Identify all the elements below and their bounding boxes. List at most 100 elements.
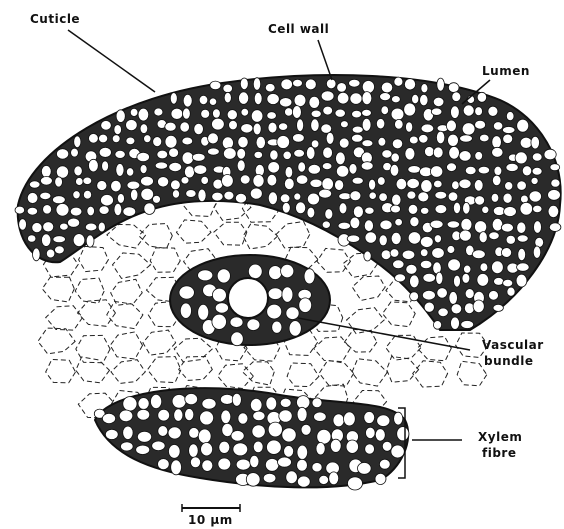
- lumen-cell: [241, 108, 249, 116]
- lumen-cell: [433, 147, 443, 158]
- lumen-cell: [551, 179, 560, 187]
- lumen-cell: [296, 175, 308, 184]
- lumen-cell: [115, 150, 125, 158]
- lumen-cell: [475, 120, 486, 129]
- lumen-cell: [153, 195, 161, 203]
- parenchyma-cell: [177, 220, 212, 243]
- lumen-cell: [520, 202, 533, 215]
- lumen-cell: [379, 459, 390, 469]
- lumen-cell: [380, 93, 391, 101]
- lumen-cell: [472, 250, 485, 259]
- lumen-cell: [250, 188, 262, 199]
- lumen-cell: [377, 415, 390, 427]
- lumen-cell: [532, 167, 542, 175]
- lumen-cell: [279, 123, 288, 131]
- lumen-cell: [99, 206, 109, 215]
- lumen-cell: [60, 223, 69, 230]
- lumen-cell: [347, 235, 360, 242]
- lumen-cell: [201, 443, 213, 456]
- lumen-cell: [452, 92, 461, 102]
- lumen-cell: [55, 246, 65, 254]
- lumen-cell: [192, 153, 205, 161]
- lumen-cell: [180, 303, 191, 318]
- parenchyma-cell: [276, 222, 310, 248]
- parenchyma-cell: [111, 360, 145, 384]
- lumen-cell: [435, 205, 447, 214]
- lumen-cell: [362, 109, 372, 116]
- lumen-cell: [247, 319, 260, 331]
- lumen-cell: [394, 412, 403, 425]
- vascular-bundle: [170, 255, 330, 346]
- lumen-cell: [198, 189, 206, 202]
- parenchyma-cell: [110, 332, 142, 359]
- lumen-cell: [185, 394, 198, 405]
- lumen-cell: [237, 160, 245, 172]
- parenchyma-cell: [38, 328, 75, 354]
- lumen-cell: [430, 220, 443, 228]
- lumen-cell: [350, 217, 360, 229]
- lumen-cell: [53, 236, 66, 243]
- lumen-cell: [422, 290, 435, 300]
- lumen-cell: [461, 218, 472, 231]
- lumen-cell: [268, 162, 280, 173]
- lumen-cell: [362, 81, 374, 94]
- lumen-cell: [209, 98, 216, 105]
- lumen-cell: [375, 473, 386, 484]
- lumen-cell: [138, 398, 149, 410]
- cuticle-label: Cuticle: [30, 12, 80, 26]
- lumen-cell: [223, 84, 233, 92]
- lumen-cell: [99, 147, 111, 157]
- lumen-cell: [375, 429, 385, 441]
- lumen-cell: [322, 163, 332, 170]
- lumen-cell: [322, 221, 330, 228]
- lumen-cell: [394, 77, 403, 86]
- lumen-cell: [492, 175, 501, 185]
- lumen-cell: [172, 395, 186, 409]
- lumen-cell: [185, 409, 194, 421]
- parenchyma-cell: [139, 224, 173, 249]
- lumen-cell: [493, 304, 503, 311]
- lumen-cell: [380, 220, 392, 230]
- lumen-cell: [277, 136, 290, 149]
- lumen-cell: [41, 166, 51, 178]
- lumen-cell: [395, 119, 404, 129]
- lumen-cell: [266, 397, 277, 410]
- lumen-cell: [231, 332, 244, 346]
- lumen-cell: [182, 137, 193, 145]
- parenchyma-cell: [143, 330, 176, 355]
- lumen-cell: [309, 96, 320, 108]
- lumen-cell: [503, 279, 513, 286]
- lumen-cell: [40, 177, 52, 186]
- lumen-cell: [452, 181, 460, 190]
- lumen-cell: [420, 94, 428, 105]
- lumen-cell: [454, 275, 461, 287]
- lumen-cell: [330, 439, 341, 452]
- lumen-cell: [352, 134, 363, 142]
- lumen-cell: [76, 178, 84, 186]
- lumen-cell: [346, 440, 358, 453]
- lumen-cell: [189, 444, 199, 458]
- lumen-cell: [68, 218, 80, 227]
- parenchyma-cell: [417, 337, 451, 361]
- lumen-cell: [57, 149, 69, 159]
- lumen-cell: [410, 217, 419, 227]
- lumen-cell: [352, 110, 362, 118]
- lumen-cell: [337, 92, 349, 104]
- lumen-cell: [297, 396, 310, 409]
- lumen-cell: [323, 147, 333, 158]
- lumen-cell: [201, 109, 210, 118]
- lumen-cell: [56, 204, 69, 217]
- lumen-cell: [43, 205, 52, 214]
- lumen-cell: [435, 191, 447, 199]
- lumen-cell: [280, 194, 290, 203]
- lumen-cell: [298, 162, 306, 172]
- lumen-cell: [478, 166, 489, 174]
- lumen-cell: [424, 302, 434, 312]
- lumen-cell: [322, 178, 334, 191]
- lumen-cell: [251, 110, 263, 123]
- lumen-cell: [376, 119, 384, 129]
- lumen-cell: [281, 264, 294, 277]
- lumen-cell: [198, 304, 209, 320]
- lumen-cell: [46, 249, 54, 258]
- lumen-cell: [364, 412, 375, 424]
